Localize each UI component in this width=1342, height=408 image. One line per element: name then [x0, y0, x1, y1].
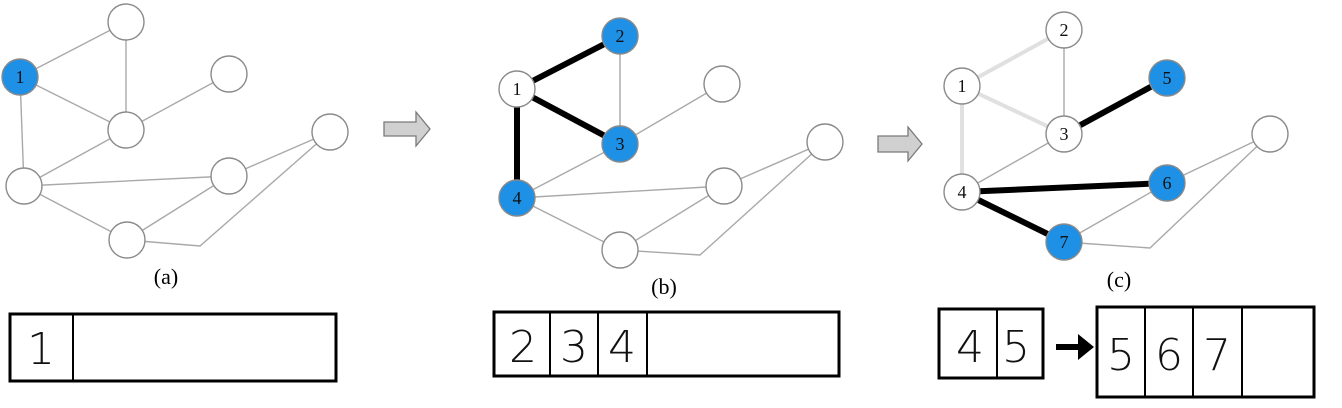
queue-item: 3: [560, 322, 588, 373]
graph-node-visited: [601, 17, 639, 55]
edge: [516, 185, 725, 199]
graph-a-edges: [19, 21, 331, 247]
edge: [1063, 182, 1168, 243]
queue-c-after: 5 6 7: [1095, 305, 1316, 399]
queue-box: [492, 310, 841, 378]
graph-node-visited: [601, 125, 639, 163]
graph-node: [107, 111, 145, 149]
caption-a: (a): [154, 264, 178, 289]
queue-box: [8, 312, 338, 383]
node-label: 4: [513, 188, 522, 208]
edge-traversed: [515, 86, 622, 147]
graph-b-edges: [514, 33, 826, 256]
edge-traversed: [1062, 75, 1169, 137]
node-label: 2: [616, 26, 625, 46]
edge: [23, 129, 127, 187]
graph-c-edges: [960, 28, 1271, 249]
bold-arrow-icon: [1056, 334, 1094, 360]
graph-node: [498, 70, 536, 108]
node-label: 4: [958, 182, 967, 202]
node-label: 1: [16, 67, 25, 87]
graph-b-nodes: 1 2 3 4: [498, 17, 844, 269]
edge: [1063, 133, 1271, 249]
edge-traversed: [961, 180, 1168, 195]
node-label: 1: [513, 79, 522, 99]
graph-node: [1045, 115, 1083, 153]
graph-node-visited: [498, 179, 536, 217]
queue-item: 4: [608, 322, 636, 373]
queue-box: [1095, 305, 1316, 399]
queue-item: 6: [1155, 330, 1183, 381]
node-label: 1: [958, 76, 967, 96]
right-arrow-icon: [383, 110, 431, 148]
edge: [126, 131, 331, 247]
graph-node: [210, 157, 248, 195]
graph-node: [943, 173, 981, 211]
edge: [516, 197, 621, 251]
queue-c-before: 4 5: [937, 307, 1045, 380]
edge-faded: [961, 28, 1065, 88]
graph-node-visited: [1045, 223, 1083, 261]
node-label: 2: [1060, 20, 1069, 40]
queue-box: [937, 307, 1045, 380]
graph-node: [943, 67, 981, 105]
graph-node: [108, 221, 146, 259]
queue-item: 1: [27, 324, 55, 375]
edge: [19, 21, 127, 78]
node-label: 7: [1060, 232, 1069, 252]
graph-node-visited: [1, 58, 39, 96]
graph-node: [1045, 11, 1083, 49]
edge-traversed: [515, 33, 622, 92]
queue-item: 5: [1002, 322, 1030, 373]
graph-node: [601, 231, 639, 269]
graph-node: [107, 3, 145, 41]
graph-node: [311, 113, 349, 151]
node-label: 5: [1163, 68, 1172, 88]
edge: [125, 73, 230, 131]
graph-node-visited: [1148, 164, 1186, 202]
queue-item: 5: [1107, 330, 1135, 381]
edge-traversed: [960, 189, 1066, 245]
right-arrow-icon: [877, 125, 923, 163]
edge: [23, 185, 128, 241]
graph-node: [1251, 115, 1289, 153]
queue-item: 4: [956, 322, 984, 373]
edge: [1166, 133, 1271, 184]
queue-a: 1: [8, 312, 338, 383]
edge: [961, 133, 1065, 193]
graph-node: [210, 55, 248, 93]
edge: [619, 83, 723, 145]
edge: [23, 175, 230, 187]
graph-a-nodes: 1: [1, 3, 349, 259]
edge: [516, 143, 621, 199]
graph-node: [5, 167, 43, 205]
edge: [619, 185, 725, 251]
node-label: 3: [1060, 124, 1069, 144]
edge-faded: [961, 84, 1065, 136]
caption-b: (b): [651, 274, 677, 299]
panel-a: 1 (a) 1: [1, 3, 349, 383]
graph-node: [806, 123, 844, 161]
edge: [126, 175, 230, 241]
queue-item: 7: [1203, 330, 1231, 381]
panel-b: 1 2 3 4 (b) 2 3 4: [492, 17, 844, 378]
queue-item: 2: [509, 322, 537, 373]
graph-c-nodes: 1 2 3 4 5 6 7: [943, 11, 1289, 261]
queue-b: 2 3 4: [492, 310, 841, 378]
panel-c: 1 2 3 4 5 6 7 (c) 4 5 5 6 7: [937, 11, 1316, 399]
edge: [19, 76, 127, 131]
caption-c: (c): [1107, 267, 1131, 292]
edge: [619, 141, 826, 256]
node-label: 6: [1163, 173, 1172, 193]
graph-node: [705, 167, 743, 205]
graph-node-visited: [1148, 59, 1186, 97]
node-label: 3: [616, 134, 625, 154]
graph-node: [703, 65, 741, 103]
